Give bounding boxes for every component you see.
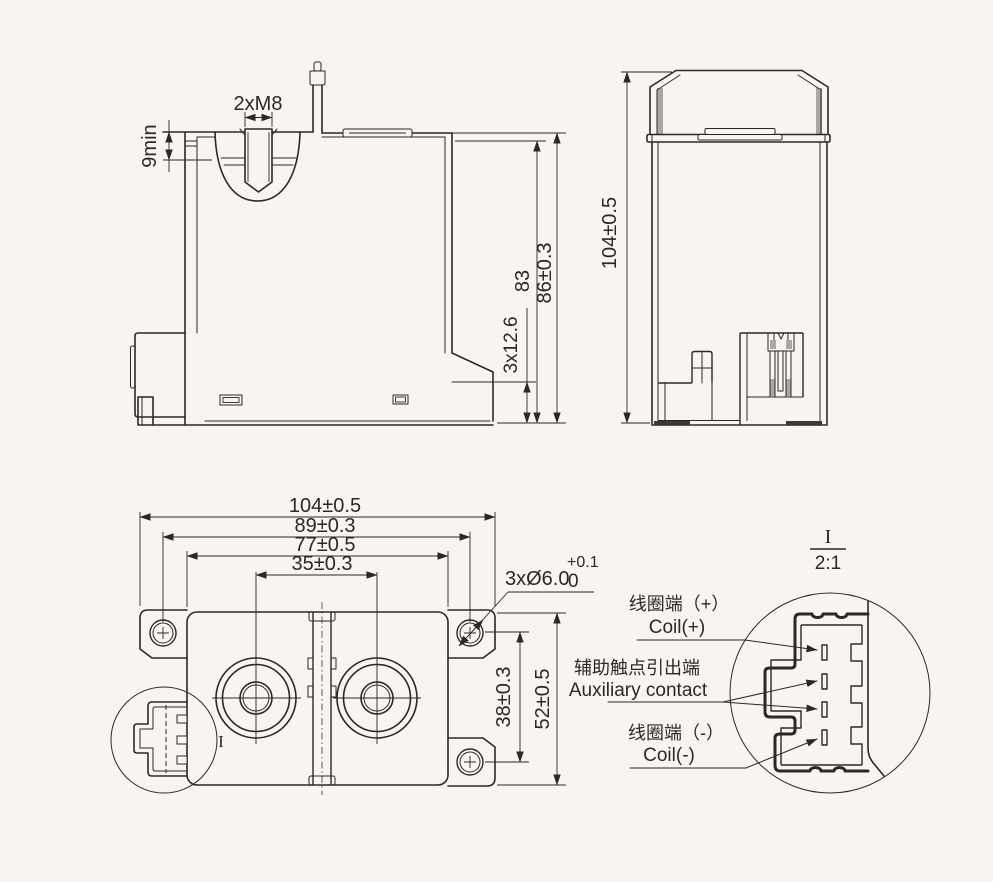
aux-connector-top xyxy=(133,701,188,777)
hole-tol-upper: +0.1 xyxy=(567,554,599,571)
detail-labels: 线圈端（+） Coil(+) 辅助触点引出端 Auxiliary contact… xyxy=(569,594,818,769)
body-outline-top xyxy=(186,611,449,786)
thread-callout: 2xM8 xyxy=(234,93,283,115)
mounting-ear-top-left xyxy=(139,609,188,659)
cover-outline xyxy=(649,69,829,135)
dim-heights-top: 38±0.3 52±0.5 xyxy=(493,612,561,786)
pin xyxy=(769,350,776,398)
pin xyxy=(777,350,784,392)
mounting-ear-top-right xyxy=(447,609,496,659)
detail-title-mark: I xyxy=(825,526,832,548)
mounting-ear-bottom-right xyxy=(447,737,496,787)
center-seam xyxy=(307,602,337,795)
cover-edge-shade-left xyxy=(657,88,663,134)
front-view: 104±0.5 xyxy=(599,69,831,426)
detail-view: I 2:1 线圈端（+） Coil(+) 辅助触点引出端 Aux xyxy=(569,526,931,794)
pin-aux-2 xyxy=(821,701,828,718)
width-77-label: 77±0.5 xyxy=(294,534,355,556)
detail-circle xyxy=(110,686,218,794)
m8-threaded-hole xyxy=(244,128,273,193)
min-depth-label: 9min xyxy=(139,124,161,167)
mounting-boss-section xyxy=(214,131,301,202)
vent-stem xyxy=(309,61,326,134)
auxiliary-zh: 辅助触点引出端 xyxy=(574,658,700,678)
pin xyxy=(785,350,792,398)
hole-label: 3xØ6.0 xyxy=(505,568,569,590)
cover-edge-shade-right xyxy=(816,88,822,134)
coil-negative-zh: 线圈端（-） xyxy=(628,723,724,743)
dim-3x126: 3x12.6 xyxy=(494,308,536,424)
dim-widths: 104±0.5 89±0.3 77±0.5 35±0.3 xyxy=(139,495,496,579)
foot xyxy=(654,421,690,425)
detail-boundary-circle xyxy=(729,592,931,794)
front-top-plate xyxy=(704,128,776,135)
side-view: 2xM8 9min 83 86±0.3 3x12.6 xyxy=(130,61,566,426)
height-104-label: 104±0.5 xyxy=(599,197,621,269)
detail-title-scale: 2:1 xyxy=(815,553,841,574)
pin-aux-1 xyxy=(821,673,828,690)
bottom-post xyxy=(658,350,713,384)
height-38-label: 38±0.3 xyxy=(493,666,515,727)
terminal-left xyxy=(212,657,301,739)
right-wall xyxy=(451,132,494,422)
width-89-label: 89±0.3 xyxy=(294,515,355,537)
height-52-label: 52±0.5 xyxy=(532,668,554,729)
side-clip xyxy=(130,345,136,389)
coil-positive-en: Coil(+) xyxy=(649,617,705,638)
pin-coil-negative xyxy=(821,729,828,746)
detail-connector xyxy=(763,612,870,773)
mounting-slot xyxy=(219,394,409,406)
coil-negative-en: Coil(-) xyxy=(643,745,695,766)
width-35-label: 35±0.3 xyxy=(291,553,352,575)
hole-tol-lower: 0 xyxy=(568,571,579,592)
dim-83-86: 83 86±0.3 xyxy=(452,132,566,424)
top-view: I 104±0.5 89±0.3 77±0.5 35±0.3 3xØ6.0 +0… xyxy=(110,495,599,795)
auxiliary-en: Auxiliary contact xyxy=(569,680,708,701)
detail-mark-label: I xyxy=(218,732,224,751)
foot xyxy=(786,421,822,425)
dim-2xm8: 2xM8 xyxy=(234,93,283,127)
body-edge xyxy=(867,600,885,777)
dim-9min: 9min xyxy=(139,120,212,172)
step-label: 3x12.6 xyxy=(501,316,522,373)
hole-callout: 3xØ6.0 +0.1 0 xyxy=(458,554,599,647)
pin-coil-positive xyxy=(821,644,828,661)
height-86-label: 86±0.3 xyxy=(534,242,556,303)
width-104-label: 104±0.5 xyxy=(289,495,361,517)
dim-104-front: 104±0.5 xyxy=(599,71,672,424)
bottom-connector xyxy=(739,332,804,425)
coil-positive-zh: 线圈端（+） xyxy=(629,594,730,614)
detail-title: I 2:1 xyxy=(810,526,846,574)
height-83-label: 83 xyxy=(512,270,534,292)
